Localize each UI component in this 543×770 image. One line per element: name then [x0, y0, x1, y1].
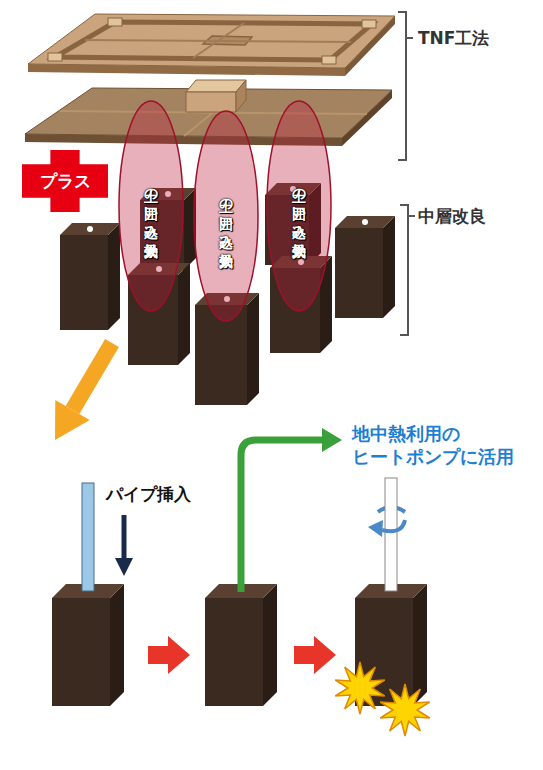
node-text: 土の囲い込み効果大 — [290, 178, 308, 235]
bracket — [400, 205, 415, 335]
rotation-arrow-head — [368, 520, 383, 537]
column-side — [263, 584, 277, 706]
enclosure-ellipse: 土の囲い込み効果大 — [266, 100, 332, 312]
slab-block — [108, 18, 122, 26]
column-top — [60, 223, 120, 235]
enclosure-ellipse: 土の囲い込み効果大 — [118, 100, 184, 312]
bracket-label: TNF工法 — [418, 27, 489, 49]
starburst — [380, 684, 429, 736]
column-side — [413, 584, 427, 706]
ellipse-shape — [194, 111, 258, 321]
arrow-head — [55, 400, 90, 440]
slab-block — [48, 53, 62, 61]
pipe-column — [52, 483, 124, 706]
column — [335, 216, 395, 318]
pipe — [82, 483, 94, 591]
usage-label: 地中熱利用の ヒートポンプに活用 — [352, 422, 532, 469]
node-text: プラス — [40, 170, 91, 193]
step-arrow — [294, 636, 336, 674]
arrow-head — [115, 558, 133, 576]
starburst — [335, 662, 384, 714]
cross-shape — [22, 150, 108, 212]
bracket-label: 中層改良 — [418, 205, 486, 227]
slab-top — [28, 14, 395, 68]
arrow-shaft — [73, 343, 113, 410]
slab-cube-side — [236, 80, 246, 112]
ellipse-shape — [267, 101, 331, 311]
slab-block — [362, 20, 376, 28]
column-side — [383, 216, 395, 318]
column-side — [247, 293, 259, 405]
column-top — [335, 216, 395, 228]
pipe-column — [355, 478, 427, 706]
column-front — [205, 598, 263, 706]
tnf-slab — [28, 14, 395, 76]
flow-arrow — [55, 343, 112, 440]
column-hole — [87, 226, 93, 232]
column-front — [52, 598, 110, 706]
node-text: 土の囲い込み効果大 — [142, 178, 160, 235]
heat-arrow — [241, 428, 342, 592]
column-hole — [362, 219, 368, 225]
column-side — [108, 223, 120, 330]
slab-frame — [55, 22, 372, 60]
plus-badge: プラス — [22, 150, 108, 212]
step-label: パイプ挿入 — [106, 483, 191, 505]
step-arrow — [148, 636, 190, 674]
pipe — [385, 478, 397, 591]
slab-block — [322, 56, 336, 64]
arrow-head — [322, 428, 342, 452]
column-front — [335, 228, 383, 318]
insert-arrow — [115, 515, 133, 576]
burst — [335, 662, 429, 736]
bracket — [398, 12, 413, 160]
column-side — [110, 584, 124, 706]
enclosure-ellipse: 土の囲い込み効果大 — [193, 110, 259, 322]
column-front — [60, 235, 108, 330]
arrow-shaft — [241, 440, 324, 592]
ellipse-shape — [119, 101, 183, 311]
rotation-arrow — [382, 520, 405, 531]
column — [205, 584, 277, 706]
column-side — [178, 263, 190, 365]
column — [60, 223, 120, 330]
slab-rib — [85, 40, 351, 42]
node-text: 土の囲い込み効果大 — [217, 188, 235, 245]
slab-cube-front — [186, 92, 236, 112]
arrow-shaft — [122, 515, 127, 560]
